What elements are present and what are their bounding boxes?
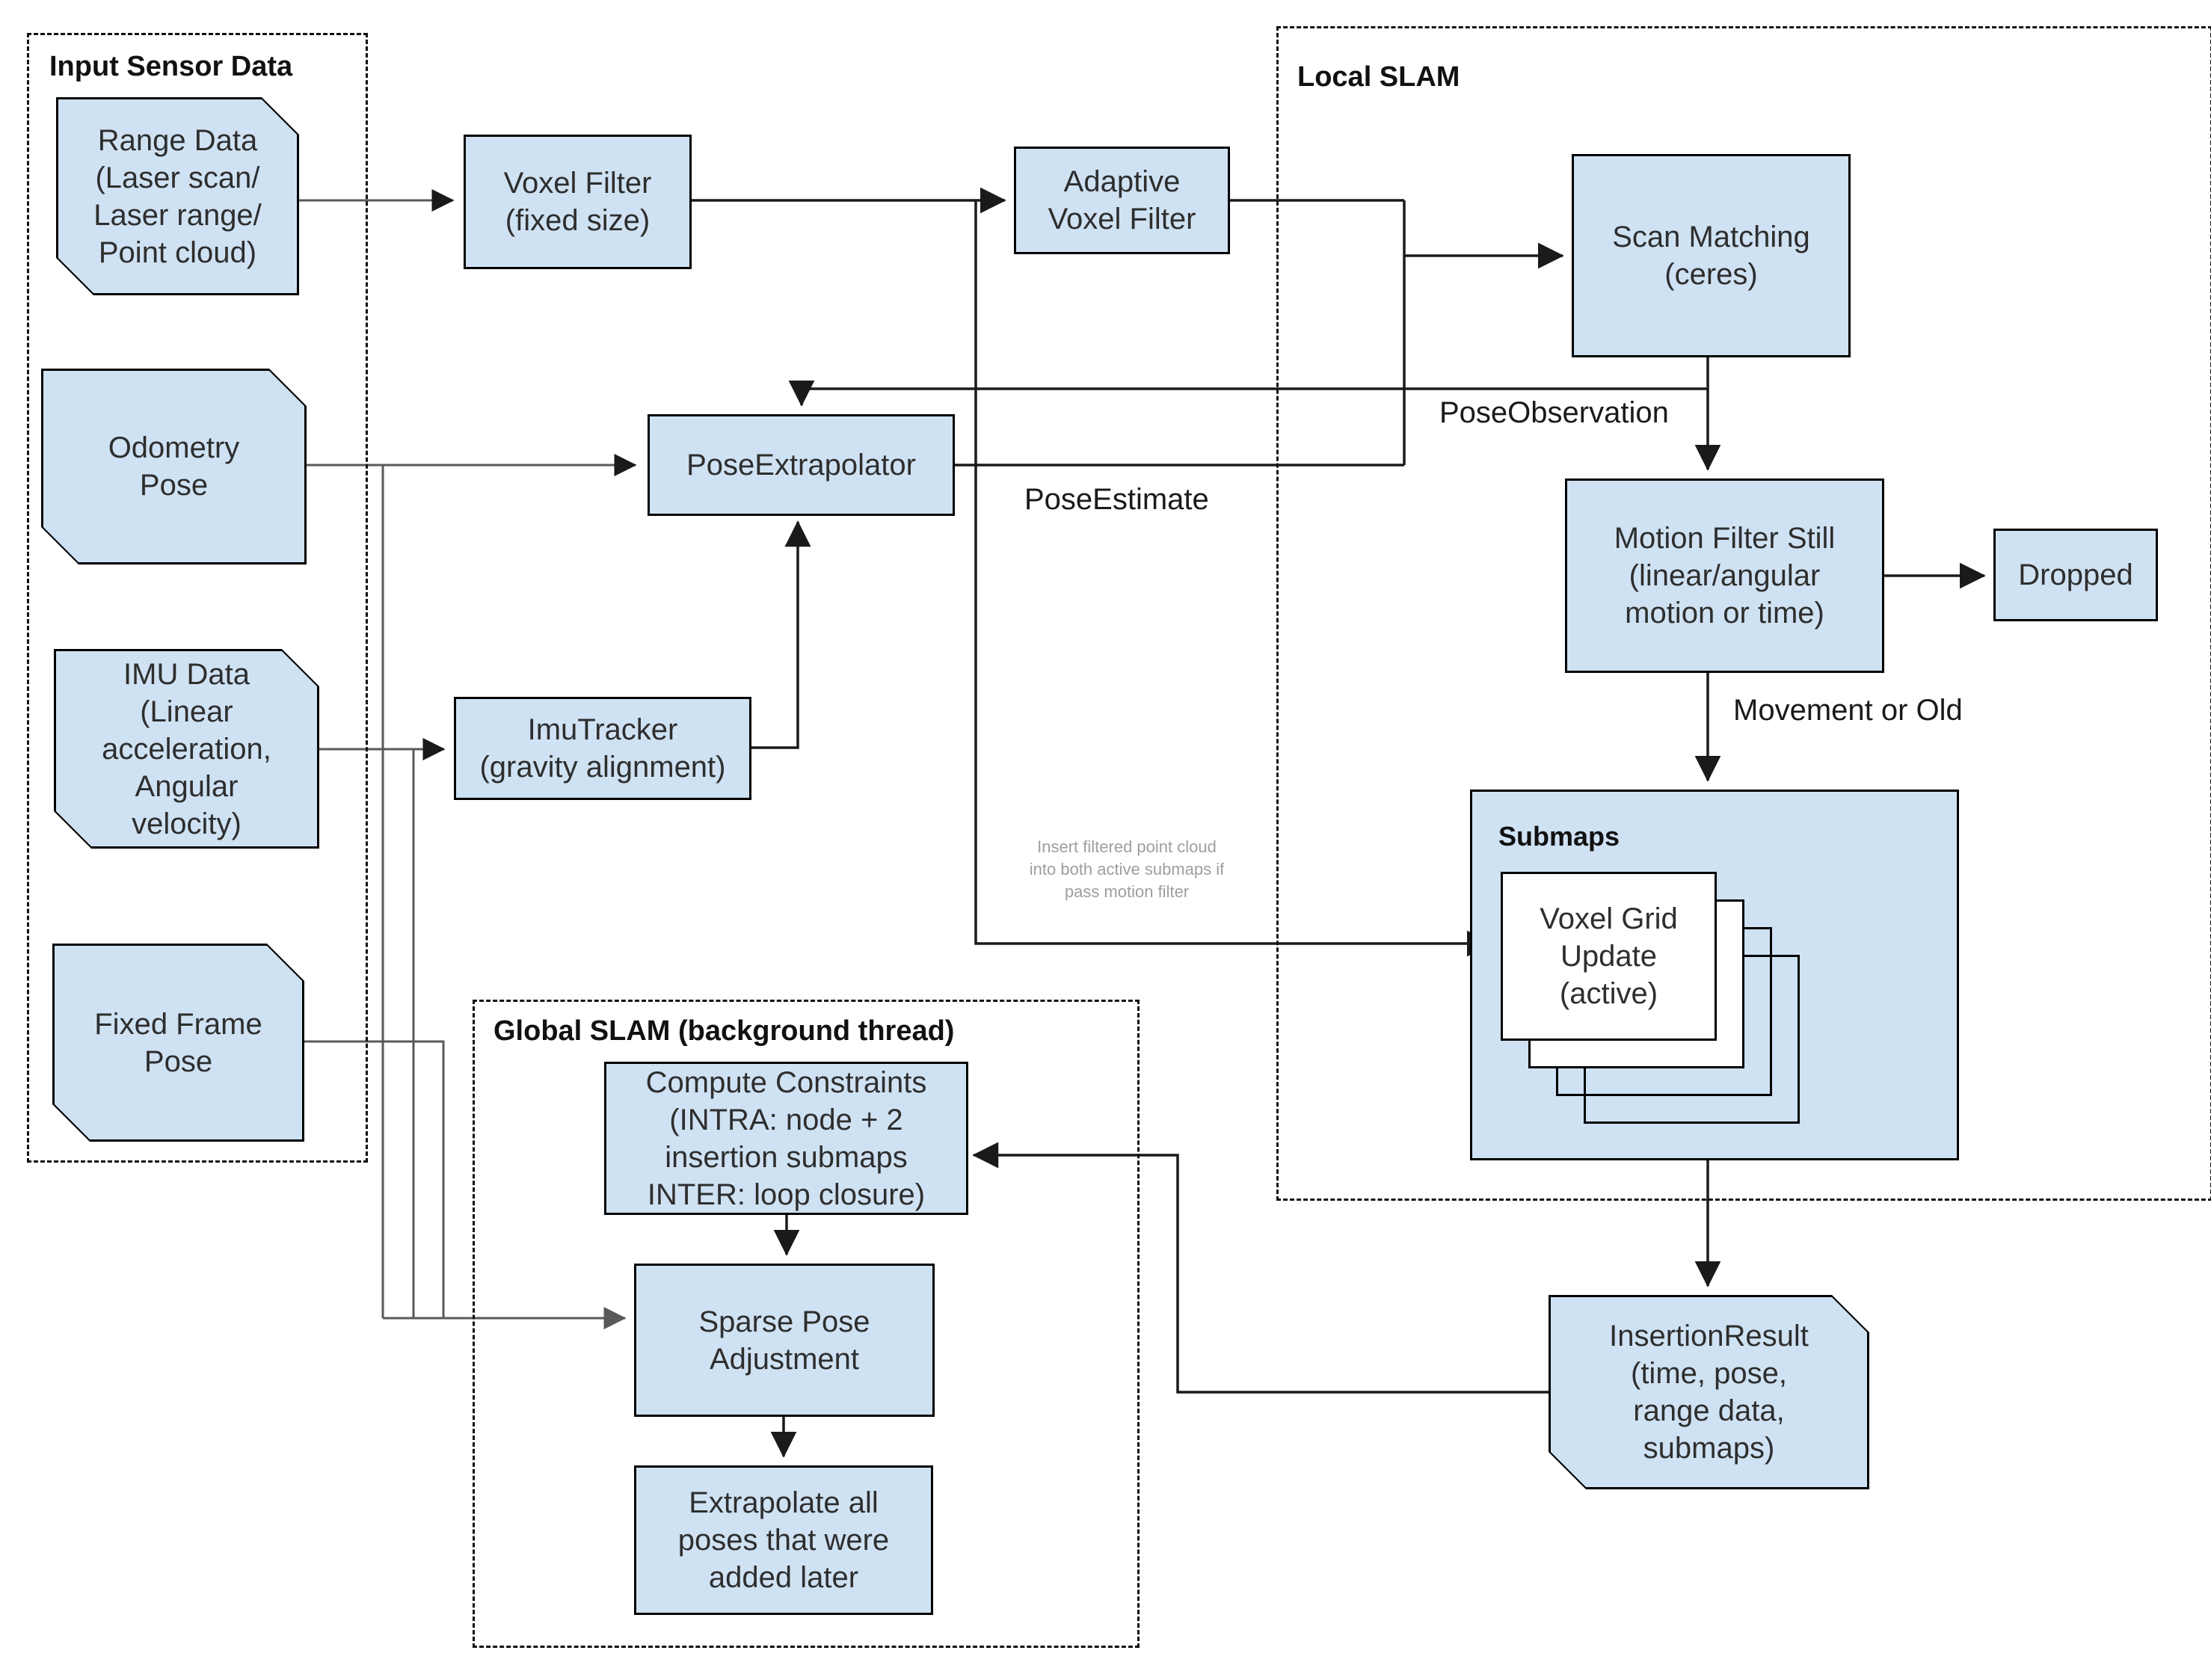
block-dropped: Dropped (1993, 529, 2158, 621)
block-insertion-result: InsertionResult (time, pose, range data,… (1549, 1295, 1869, 1489)
global-slam-container (473, 1000, 1140, 1648)
block-pose-extrapolator: PoseExtrapolator (648, 414, 955, 516)
block-range-data: Range Data (Laser scan/ Laser range/ Poi… (56, 97, 299, 295)
block-motion-filter: Motion Filter Still (linear/angular moti… (1565, 479, 1884, 673)
sensor-edges (299, 189, 637, 1329)
block-adaptive-voxel-filter: Adaptive Voxel Filter (1014, 147, 1230, 254)
label-movement-or-old: Movement or Old (1733, 694, 1963, 727)
block-imu-data-label: IMU Data (Linear acceleration, Angular v… (56, 651, 317, 846)
block-scan-matching: Scan Matching (ceres) (1572, 154, 1851, 357)
block-voxel-grid-update: Voxel Grid Update (active) (1501, 872, 1717, 1041)
input-sensor-data-label: Input Sensor Data (49, 51, 293, 82)
local-slam-label: Local SLAM (1297, 61, 1460, 93)
edge-fixedframe-drop (304, 1040, 445, 1318)
block-fixed-frame-pose: Fixed Frame Pose (52, 944, 304, 1142)
label-pose-observation: PoseObservation (1439, 396, 1669, 429)
edge-insert-filtered-cloud (974, 200, 1493, 957)
global-slam-label: Global SLAM (background thread) (493, 1015, 955, 1047)
input-sensor-data-container (27, 33, 368, 1163)
flow-edges (692, 187, 1986, 1458)
block-voxel-filter: Voxel Filter (fixed size) (464, 135, 692, 269)
block-insertion-result-label: InsertionResult (time, pose, range data,… (1551, 1297, 1867, 1487)
block-compute-constraints: Compute Constraints (INTRA: node + 2 ins… (604, 1062, 968, 1215)
block-imu-data: IMU Data (Linear acceleration, Angular v… (54, 649, 319, 849)
block-imu-tracker: ImuTracker (gravity alignment) (454, 697, 751, 800)
label-insert-note: Insert filtered point cloud into both ac… (1029, 837, 1225, 901)
submaps-label: Submaps (1498, 821, 1620, 852)
edge-insertionresult-to-compute (972, 1142, 1549, 1394)
block-range-data-label: Range Data (Laser scan/ Laser range/ Poi… (58, 99, 297, 293)
block-extrapolate-poses: Extrapolate all poses that were added la… (634, 1465, 933, 1615)
label-pose-estimate: PoseEstimate (1024, 483, 1209, 516)
block-sparse-pose-adjustment: Sparse Pose Adjustment (634, 1264, 935, 1417)
block-odometry-pose-label: Odometry Pose (43, 371, 304, 562)
edge-imutracker-to-poseextrapolator (751, 520, 811, 749)
edge-poseobservation-feedback (788, 380, 1708, 407)
block-odometry-pose: Odometry Pose (41, 369, 307, 564)
block-fixed-frame-pose-label: Fixed Frame Pose (55, 946, 302, 1139)
